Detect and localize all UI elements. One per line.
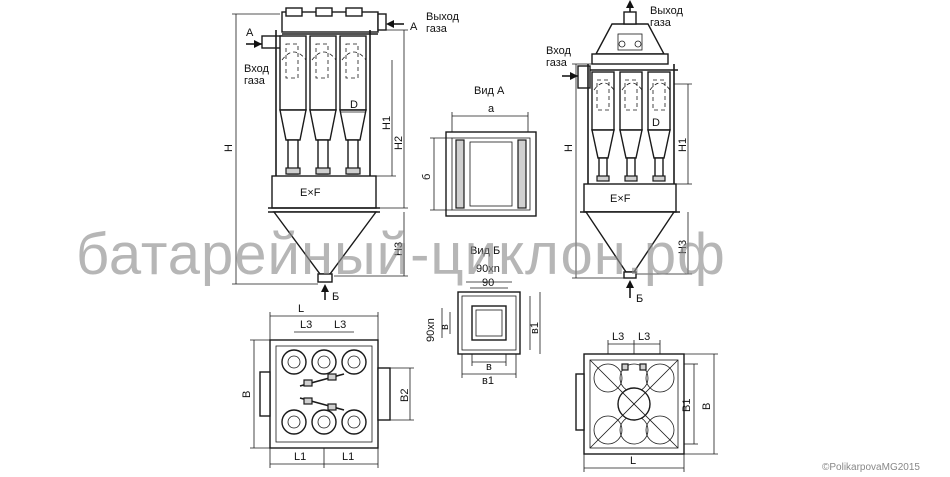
plan-left-dim-l3-a: L3 bbox=[300, 319, 312, 331]
side-outlet-label-1: Выход bbox=[650, 5, 683, 17]
view-a-dim-b: б bbox=[421, 174, 433, 180]
plan-right-dim-b: B bbox=[701, 403, 713, 410]
side-view-mark: Б bbox=[636, 293, 643, 305]
plan-left-dim-l1-a: L1 bbox=[294, 451, 306, 463]
view-b-title: Вид Б bbox=[470, 245, 500, 257]
watermark: батарейный-циклон.рф bbox=[76, 222, 726, 287]
side-view bbox=[562, 0, 692, 298]
plan-left bbox=[250, 312, 414, 468]
front-section-mark-right: А bbox=[410, 21, 418, 33]
front-inlet-label-1: Вход bbox=[244, 63, 269, 75]
front-outlet-label-1: Выход bbox=[426, 11, 459, 23]
plan-right-dim-b1: B1 bbox=[681, 399, 693, 412]
view-b bbox=[441, 281, 541, 378]
front-section-mark-left: А bbox=[246, 27, 254, 39]
plan-right-dim-l3-b: L3 bbox=[638, 331, 650, 343]
side-dim-h1: H1 bbox=[677, 138, 689, 152]
front-box-size: E×F bbox=[300, 187, 321, 199]
front-dim-h: H bbox=[223, 144, 235, 152]
side-inlet-label-2: газа bbox=[546, 57, 568, 69]
view-b-dim-90: 90 bbox=[482, 277, 494, 289]
front-dim-h3: H3 bbox=[393, 242, 405, 256]
plan-right bbox=[575, 340, 718, 472]
plan-left-dim-b: B bbox=[241, 391, 253, 398]
side-inlet-label-1: Вход bbox=[546, 45, 571, 57]
plan-left-dim-b2: B2 bbox=[399, 389, 411, 402]
side-dim-h3: H3 bbox=[677, 240, 689, 254]
view-b-dim-v1-bottom: в1 bbox=[482, 375, 494, 387]
view-b-dim-v-side: в bbox=[439, 324, 451, 330]
side-outlet-label-2: газа bbox=[650, 17, 672, 29]
side-box-size: E×F bbox=[610, 193, 631, 205]
view-b-dim-90xn-top: 90хn bbox=[476, 263, 500, 275]
copyright: ©PolikarpovaMG2015 bbox=[822, 462, 920, 473]
view-a-dim-a: а bbox=[488, 103, 495, 115]
plan-left-dim-l1-b: L1 bbox=[342, 451, 354, 463]
view-b-dim-v-bottom: в bbox=[486, 361, 492, 373]
plan-left-dim-l3-b: L3 bbox=[334, 319, 346, 331]
view-b-dim-90xn-side: 90хn bbox=[425, 318, 437, 342]
view-a bbox=[430, 112, 537, 217]
plan-left-dim-l: L bbox=[298, 303, 304, 315]
front-inlet-label-2: газа bbox=[244, 75, 266, 87]
plan-right-dim-l3-a: L3 bbox=[612, 331, 624, 343]
front-view-mark: Б bbox=[332, 291, 339, 303]
front-outlet-label-2: газа bbox=[426, 23, 448, 35]
front-dim-d: D bbox=[350, 99, 358, 111]
side-dim-h: H bbox=[563, 144, 575, 152]
side-dim-d: D bbox=[652, 117, 660, 129]
plan-right-dim-l: L bbox=[630, 455, 636, 467]
front-view bbox=[232, 7, 408, 300]
front-dim-h2: H2 bbox=[393, 136, 405, 150]
front-dim-h1: H1 bbox=[381, 116, 393, 130]
view-a-title: Вид А bbox=[474, 85, 505, 97]
view-b-dim-v1-side: в1 bbox=[529, 322, 541, 334]
